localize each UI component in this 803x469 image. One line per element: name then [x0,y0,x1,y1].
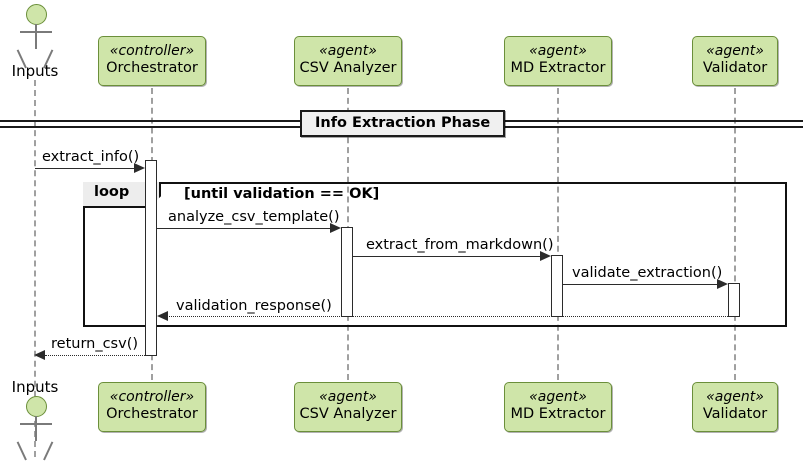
actor-body-icon [35,416,37,441]
actor-label-top: Inputs [11,62,59,80]
message-arrowhead-return-csv [34,350,45,360]
activation-validator [728,283,740,317]
participant-orchestrator-top[interactable]: «controller» Orchestrator [98,36,206,86]
actor-label-bottom: Inputs [11,378,59,396]
message-arrowhead-validation-response [157,311,168,321]
loop-fragment-guard: [until validation == OK] [184,186,380,202]
actor-body-icon [35,24,37,49]
participant-name: MD Extractor [510,59,606,76]
participant-md-extractor-top[interactable]: «agent» MD Extractor [504,36,612,86]
participant-validator-top[interactable]: «agent» Validator [692,36,778,86]
participant-stereotype: «agent» [706,389,764,405]
activation-orchestrator [145,160,157,356]
message-label-validation-response: validation_response() [176,298,332,314]
message-arrowhead-validate-extraction [717,279,728,289]
participant-stereotype: «controller» [109,43,195,59]
participant-stereotype: «agent» [706,43,764,59]
message-line-validate-extraction [563,284,717,285]
actor-head-icon [26,4,47,25]
message-label-analyze-csv-template: analyze_csv_template() [168,209,340,225]
actor-leg-right-icon [43,441,54,461]
loop-fragment [83,182,787,327]
message-arrowhead-analyze-csv-template [330,223,341,233]
message-label-return-csv: return_csv() [51,336,139,352]
message-line-analyze-csv-template [157,228,330,229]
message-label-extract-info: extract_info() [42,149,140,165]
phase-divider-label: Info Extraction Phase [300,110,506,137]
participant-name: MD Extractor [510,405,606,422]
participant-name: Orchestrator [106,405,198,422]
participant-stereotype: «controller» [109,389,195,405]
activation-csv-analyzer [341,227,353,317]
participant-csv-analyzer-bottom[interactable]: «agent» CSV Analyzer [294,382,402,432]
participant-name: CSV Analyzer [299,59,397,76]
participant-name: Validator [702,405,768,422]
participant-name: CSV Analyzer [299,405,397,422]
message-line-return-csv [45,355,145,356]
lifeline-validator [734,88,736,380]
activation-md-extractor [551,255,563,317]
participant-name: Validator [702,59,768,76]
participant-md-extractor-bottom[interactable]: «agent» MD Extractor [504,382,612,432]
message-line-extract-from-markdown [353,256,540,257]
participant-csv-analyzer-top[interactable]: «agent» CSV Analyzer [294,36,402,86]
lifeline-md-extractor [557,88,559,380]
message-line-validation-response [167,316,728,317]
actor-head-icon [26,396,47,417]
lifeline-inputs [34,80,36,457]
participant-stereotype: «agent» [319,43,377,59]
message-line-extract-info [35,168,134,169]
participant-stereotype: «agent» [529,43,587,59]
message-label-validate-extraction: validate_extraction() [572,265,723,281]
actor-leg-left-icon [16,441,27,461]
message-arrowhead-extract-info [134,163,145,173]
participant-orchestrator-bottom[interactable]: «controller» Orchestrator [98,382,206,432]
participant-name: Orchestrator [106,59,198,76]
message-arrowhead-extract-from-markdown [540,251,551,261]
participant-stereotype: «agent» [319,389,377,405]
message-label-extract-from-markdown: extract_from_markdown() [366,237,554,253]
participant-stereotype: «agent» [529,389,587,405]
participant-validator-bottom[interactable]: «agent» Validator [692,382,778,432]
